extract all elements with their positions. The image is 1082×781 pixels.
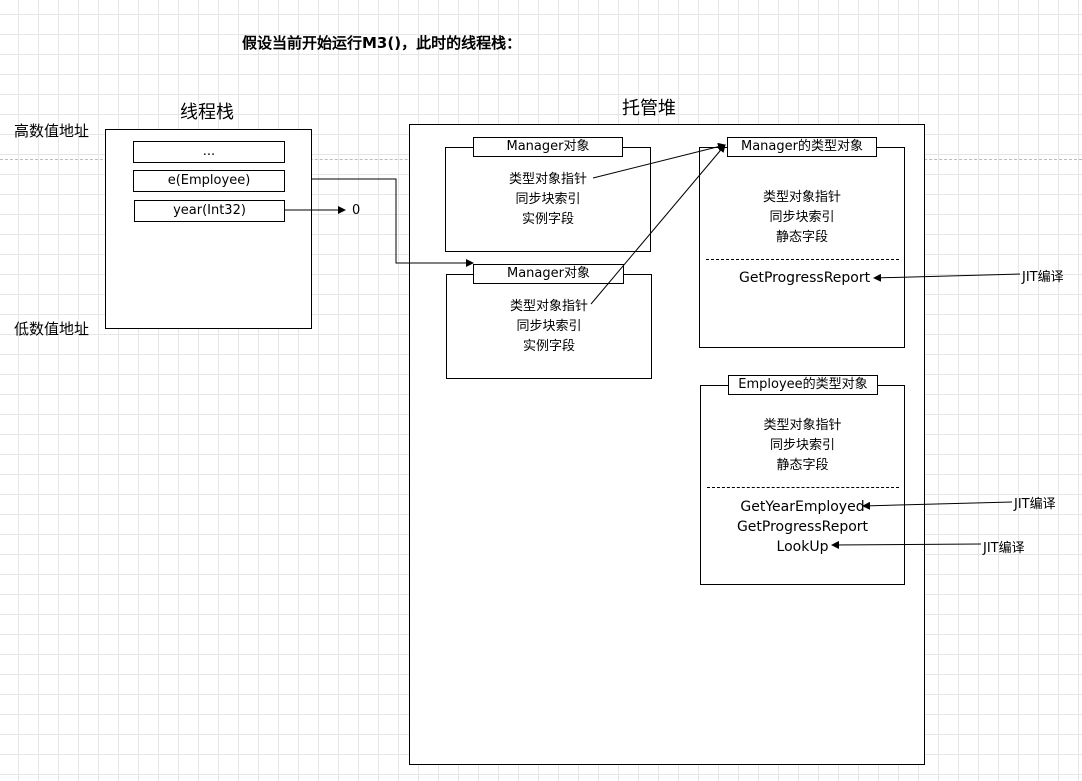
field-type-pointer: 类型对象指针 <box>763 418 842 433</box>
employee-method-getprogressreport: GetProgressReport <box>736 519 869 535</box>
employee-method-getyearemployed: GetYearEmployed <box>740 499 865 515</box>
manager-type-object-label: Manager的类型对象 <box>727 137 877 157</box>
field-static: 静态字段 <box>775 230 828 245</box>
employee-type-object-fields: 类型对象指针 同步块索引 静态字段 <box>700 416 905 476</box>
stack-slot-employee: e(Employee) <box>133 170 285 192</box>
field-type-pointer: 类型对象指针 <box>509 299 588 314</box>
manager-type-divider <box>706 259 899 260</box>
field-sync-block: 同步块索引 <box>516 319 582 334</box>
manager-object-2-label: Manager对象 <box>473 264 624 284</box>
manager-object-1-label: Manager对象 <box>473 137 623 157</box>
stack-slot-year: year(Int32) <box>134 200 285 222</box>
manager-type-object-fields: 类型对象指针 同步块索引 静态字段 <box>699 188 905 248</box>
jit-label-employee-year: JIT编译 <box>1014 497 1056 512</box>
employee-type-object <box>700 385 905 585</box>
field-type-pointer: 类型对象指针 <box>508 172 587 187</box>
field-instance: 实例字段 <box>521 212 574 227</box>
page-heading: 假设当前开始运行M3()，此时的线程栈： <box>242 34 522 52</box>
year-value: 0 <box>352 203 361 218</box>
employee-type-object-label: Employee的类型对象 <box>728 375 878 395</box>
employee-type-methods: GetYearEmployed GetProgressReport LookUp <box>700 497 905 557</box>
low-address-label: 低数值地址 <box>14 320 90 338</box>
stack-slot-ellipsis: ... <box>133 141 285 163</box>
manager-method-getprogressreport: GetProgressReport <box>739 270 871 286</box>
field-instance: 实例字段 <box>522 339 575 354</box>
jit-label-employee-lookup: JIT编译 <box>983 541 1025 556</box>
field-sync-block: 同步块索引 <box>515 192 581 207</box>
employee-type-divider <box>707 487 899 488</box>
field-type-pointer: 类型对象指针 <box>762 190 841 205</box>
high-address-label: 高数值地址 <box>14 122 90 140</box>
field-sync-block: 同步块索引 <box>769 210 835 225</box>
managed-heap-title: 托管堆 <box>622 98 676 119</box>
manager-object-2-fields: 类型对象指针 同步块索引 实例字段 <box>446 297 652 357</box>
field-sync-block: 同步块索引 <box>769 438 835 453</box>
jit-label-manager-progress: JIT编译 <box>1022 270 1064 285</box>
field-static: 静态字段 <box>776 458 829 473</box>
thread-stack-title: 线程栈 <box>180 102 234 123</box>
manager-object-1-fields: 类型对象指针 同步块索引 实例字段 <box>445 170 651 230</box>
employee-method-lookup: LookUp <box>776 539 829 555</box>
